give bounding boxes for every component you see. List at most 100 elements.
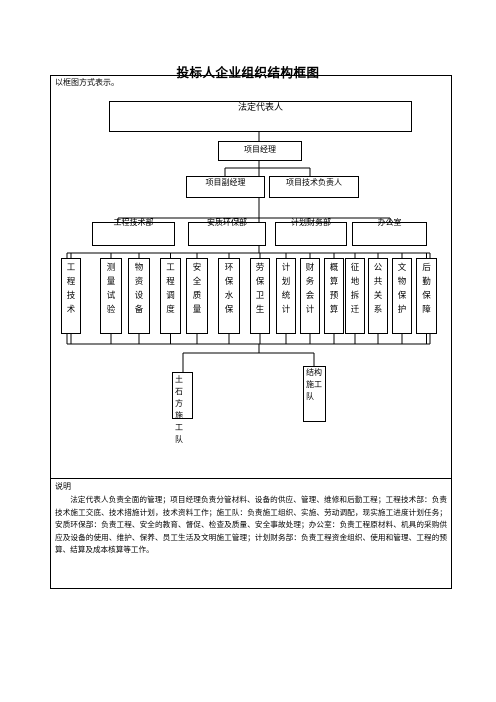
unit-7-char-4: 生: [255, 305, 265, 315]
dept-finance-box: 计划财务部: [275, 218, 347, 246]
unit-9-char-1: 财: [305, 263, 315, 273]
unit-8-char-3: 统: [281, 291, 291, 301]
notes-label: 说明: [55, 482, 71, 491]
unit-13-char-4: 护: [397, 305, 407, 315]
unit-11-char-1: 征: [350, 263, 360, 273]
unit-1-char-4: 术: [66, 305, 76, 315]
unit-13-char-2: 物: [397, 277, 407, 287]
team-structure-line-1: 结构: [306, 368, 322, 377]
unit-1-char-1: 工: [66, 263, 76, 273]
unit-5-char-1: 安: [192, 263, 202, 273]
dept-office-label: 办公室: [377, 218, 402, 227]
team-earthwork-line-2: 方施: [175, 399, 183, 420]
unit-box-4: 工程调度: [160, 258, 181, 334]
unit-box-1: 工程技术: [61, 258, 81, 334]
unit-5-char-3: 质: [192, 291, 202, 301]
unit-4-char-2: 程: [166, 277, 175, 287]
unit-1-char-2: 程: [66, 277, 76, 287]
unit-box-9: 财务会计: [300, 258, 320, 334]
team-structure-line-3: 队: [306, 392, 314, 401]
unit-5-char-4: 量: [192, 305, 202, 315]
unit-9-char-2: 务: [305, 277, 315, 287]
dept-safety-box: 安质环保部: [188, 218, 266, 246]
unit-box-14: 后勤保障: [416, 258, 437, 334]
unit-box-7: 劳保卫生: [250, 258, 270, 334]
unit-box-11: 征地拆迁: [345, 258, 365, 334]
team-earthwork-line-1: 土石: [175, 375, 183, 396]
intro-text: 以框图方式表示。: [55, 78, 119, 87]
dept-engineering-label: 工程技术部: [113, 218, 154, 227]
unit-1-char-3: 技: [66, 291, 76, 301]
unit-13-char-1: 文: [397, 263, 407, 273]
unit-11-char-4: 迁: [350, 305, 360, 315]
unit-6-char-4: 保: [224, 305, 234, 315]
notes-text: 法定代表人负责全面的管理；项目经理负责分管材料、设备的供应、管理、维修和后勤工程…: [55, 495, 447, 554]
unit-2-char-3: 试: [106, 291, 116, 301]
unit-3-char-1: 物: [134, 263, 144, 273]
team-structure-line-2: 施工: [306, 380, 322, 389]
unit-3-char-3: 设: [134, 291, 144, 301]
unit-8-char-2: 划: [281, 277, 291, 287]
unit-10-char-2: 算: [329, 277, 339, 287]
unit-11-char-2: 地: [350, 277, 360, 287]
unit-box-12: 公共关系: [368, 258, 388, 334]
unit-3-char-2: 资: [134, 277, 144, 287]
unit-2-char-4: 验: [106, 305, 116, 315]
unit-box-5: 安全质量: [186, 258, 208, 334]
unit-14-char-2: 勤: [422, 277, 431, 287]
dept-engineering-box: 工程技术部: [92, 218, 175, 246]
unit-11-char-3: 拆: [350, 291, 360, 301]
unit-8-char-1: 计: [281, 263, 291, 273]
unit-7-char-2: 保: [255, 277, 265, 287]
unit-10-char-3: 预: [329, 291, 339, 301]
notes-divider: [50, 478, 452, 479]
unit-2-char-1: 测: [106, 263, 116, 273]
unit-12-char-2: 共: [373, 277, 383, 287]
tech-lead-label: 项目技术负责人: [286, 178, 342, 187]
unit-10-char-1: 概: [329, 263, 339, 273]
unit-box-6: 环保水保: [218, 258, 240, 334]
dept-office-box: 办公室: [352, 218, 427, 246]
unit-6-char-1: 环: [224, 263, 234, 273]
team-structure-box: 结构 施工 队: [303, 366, 326, 422]
deputy-manager-label: 项目副经理: [205, 178, 246, 187]
unit-box-2: 测量试验: [100, 258, 122, 334]
unit-4-char-1: 工: [166, 263, 175, 273]
unit-13-char-3: 保: [397, 291, 407, 301]
team-earthwork-box: 土石 方施 工队: [172, 372, 193, 444]
unit-box-10: 概算预算: [324, 258, 344, 334]
chart-frame: [50, 75, 452, 589]
unit-12-char-1: 公: [373, 263, 383, 273]
unit-12-char-4: 系: [373, 305, 383, 315]
unit-14-char-1: 后: [422, 263, 431, 273]
unit-10-char-4: 算: [329, 305, 339, 315]
dept-safety-label: 安质环保部: [207, 218, 247, 227]
unit-3-char-4: 备: [134, 305, 144, 315]
project-manager-label: 项目经理: [244, 145, 276, 154]
unit-8-char-4: 计: [281, 305, 291, 315]
unit-9-char-3: 会: [305, 291, 315, 301]
unit-7-char-1: 劳: [255, 263, 265, 273]
tech-lead-box: 项目技术负责人: [269, 176, 359, 198]
unit-2-char-2: 量: [106, 277, 116, 287]
unit-12-char-3: 关: [373, 291, 383, 301]
unit-box-8: 计划统计: [276, 258, 296, 334]
legal-rep-label: 法定代表人: [237, 103, 283, 113]
unit-9-char-4: 计: [305, 305, 315, 315]
dept-finance-label: 计划财务部: [291, 218, 331, 227]
unit-7-char-3: 卫: [255, 291, 265, 301]
unit-6-char-3: 水: [224, 291, 234, 301]
unit-box-3: 物资设备: [128, 258, 150, 334]
unit-box-13: 文物保护: [392, 258, 412, 334]
team-earthwork-line-3: 工队: [175, 423, 183, 444]
page-title: 投标人企业组织结构框图: [176, 65, 320, 80]
deputy-manager-box: 项目副经理: [186, 176, 265, 198]
unit-6-char-2: 保: [224, 277, 234, 287]
unit-14-char-3: 保: [422, 291, 431, 301]
unit-14-char-4: 障: [422, 305, 431, 315]
unit-4-char-4: 度: [166, 305, 175, 315]
unit-4-char-3: 调: [166, 291, 175, 301]
legal-rep-box: 法定代表人: [109, 101, 412, 132]
project-manager-box: 项目经理: [218, 141, 302, 161]
